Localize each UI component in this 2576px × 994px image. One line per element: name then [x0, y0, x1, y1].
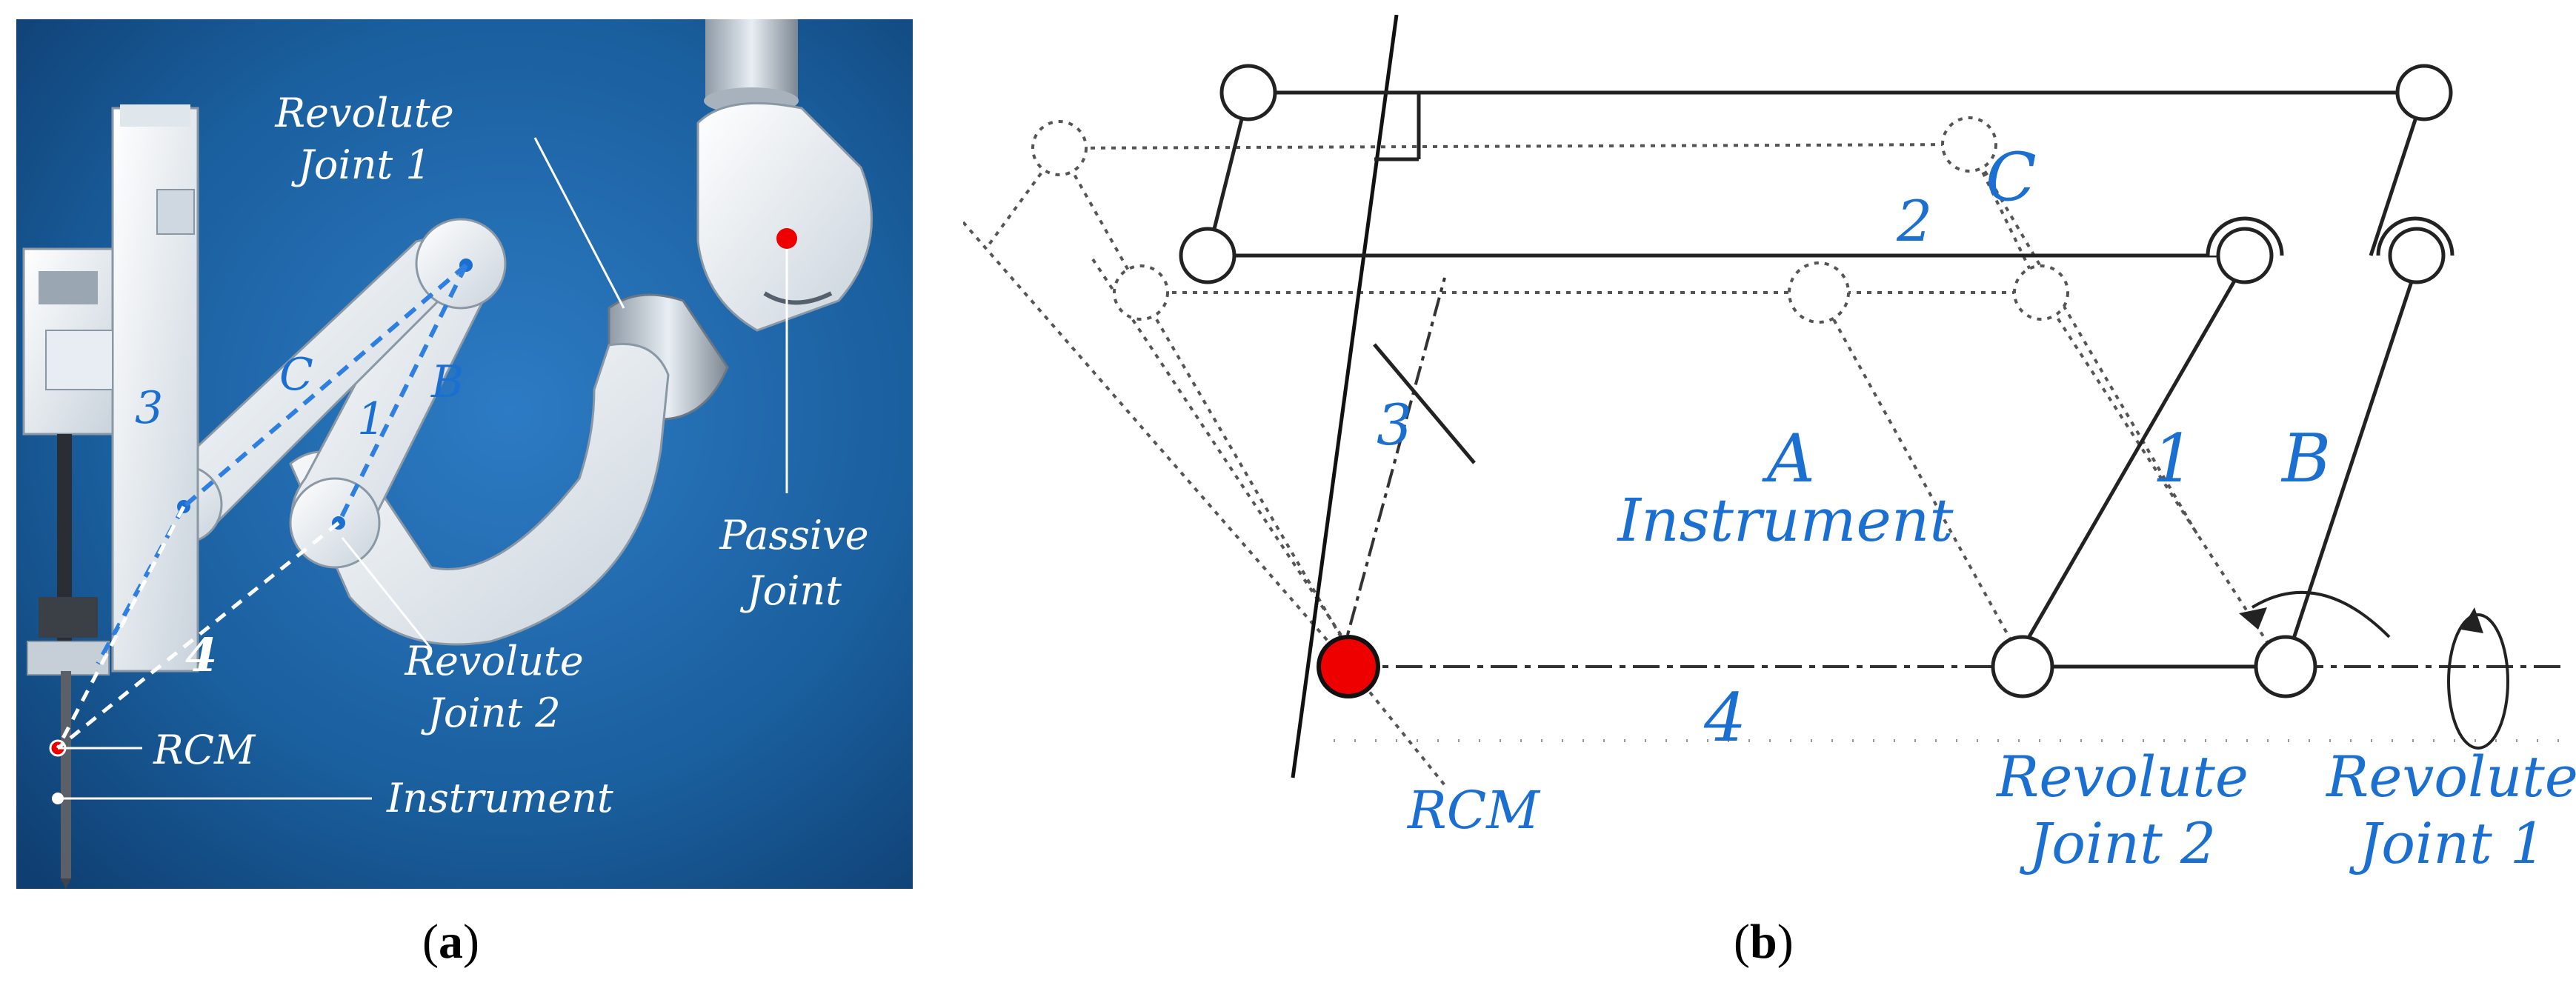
kinematic-diagram-svg: 2 C 3 A 1 B Instrument 4 RCM Revolute Jo… [962, 14, 2576, 876]
rcm-point [1317, 635, 1380, 698]
ghost-joint-1 [1031, 120, 1088, 176]
rotation-arrow-joint-1-icon [2447, 613, 2509, 750]
label-revolute-joint-1-line2: Joint 1 [2349, 810, 2546, 876]
lower-arm-link [289, 342, 670, 646]
label-3: 3 [1377, 392, 1412, 458]
label-rcm: RCM [153, 727, 256, 773]
label-2: 2 [1896, 188, 1932, 254]
label-link-1: 1 [357, 393, 385, 445]
ghost-joint-5 [2013, 264, 2069, 321]
ghost-joint-2 [1941, 116, 1997, 173]
label-c: C [1986, 139, 2037, 216]
label-rcm: RCM [1406, 780, 1541, 841]
passive-joint-housing [696, 101, 873, 332]
label-revolute-joint-1-line2: Joint 1 [290, 141, 430, 188]
label-1: 1 [2152, 420, 2194, 498]
label-revolute-joint-2-line1: Revolute [404, 638, 583, 684]
joint-middle-left [1179, 227, 1237, 284]
label-revolute-joint-2-line2: Joint 2 [2020, 810, 2217, 876]
joint-middle-link1 [2216, 227, 2274, 284]
label-link-3: 3 [135, 382, 163, 434]
passive-joint-dot [776, 228, 797, 249]
link-3-dashdot-line [1339, 277, 1446, 660]
caption-a: (a) [422, 915, 479, 969]
label-instrument: Instrument [1617, 486, 1954, 555]
revolute-joint-2-circle [1991, 635, 2054, 698]
ghost-top-link [1059, 143, 1970, 150]
label-link-c: C [279, 349, 313, 401]
caption-b: (b) [1734, 915, 1794, 969]
label-passive-joint-line2: Joint [739, 567, 842, 614]
instrument-pointer-line [1373, 343, 1476, 464]
rotation-arrow-joint-2-icon [2251, 591, 2391, 638]
panel-b-kinematic-diagram: 2 C 3 A 1 B Instrument 4 RCM Revolute Jo… [962, 14, 2576, 926]
panel-a-photo: Revolute Joint 1 Passive Joint Revolute … [16, 19, 913, 889]
label-passive-joint-line1: Passive [719, 512, 868, 558]
label-b: B [2280, 420, 2331, 498]
joint-top-right [2395, 64, 2453, 121]
link-1-solid [2020, 261, 2247, 650]
caption-b-letter: b [1749, 915, 1777, 969]
label-instrument: Instrument [386, 775, 613, 821]
ghost-joint-3 [1113, 264, 1169, 321]
joint-top-left [1219, 64, 1277, 121]
ceiling-mount [705, 19, 798, 101]
caption-a-letter: a [438, 915, 463, 969]
joint-middle-right [2388, 227, 2446, 284]
revolute-joint-1-circle [2254, 635, 2317, 698]
label-4: 4 [1703, 679, 1746, 757]
label-link-4: 4 [185, 628, 217, 682]
ghost-joint-4 [1788, 261, 1850, 324]
label-revolute-joint-1-line1: Revolute [274, 90, 453, 136]
label-revolute-joint-2-line2: Joint 2 [420, 690, 560, 736]
label-a: A [1762, 420, 1815, 498]
instrument-axis-line [1291, 14, 1399, 778]
robot-photo-illustration: Revolute Joint 1 Passive Joint Revolute … [16, 19, 913, 889]
label-revolute-joint-2-line1: Revolute [1995, 744, 2249, 810]
label-link-b: B [430, 356, 464, 408]
label-revolute-joint-1-line1: Revolute [2325, 744, 2576, 810]
